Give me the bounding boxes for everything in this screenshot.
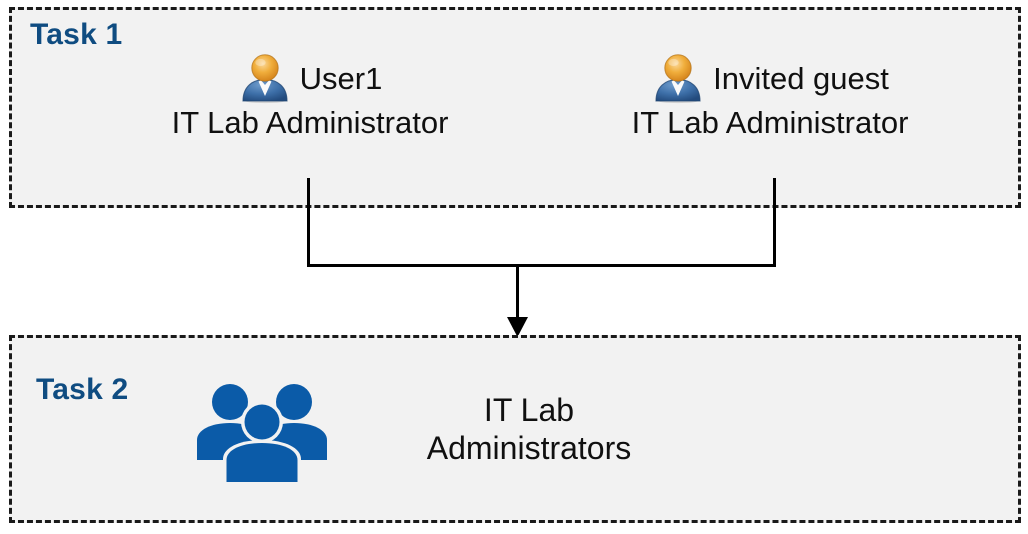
task-1-label: Task 1 — [30, 18, 123, 51]
group-name-line2: Administrators — [426, 430, 632, 466]
actor-user1: User1 IT Lab Administrator — [120, 52, 500, 141]
user-person-icon — [242, 54, 288, 104]
group-content: IT Lab Administrators — [195, 378, 715, 482]
actor-invited-guest-role: IT Lab Administrator — [631, 105, 909, 140]
task-2-container — [9, 335, 1021, 523]
group-name-label: IT Lab Administrators — [329, 392, 715, 468]
actor-user1-name: User1 — [299, 60, 383, 96]
group-name-line1: IT Lab — [483, 392, 575, 429]
actor-invited-guest: Invited guest IT Lab Administrator — [580, 52, 960, 141]
task-1-container — [9, 7, 1021, 208]
actor-user1-row: User1 — [120, 52, 500, 104]
task-2-label: Task 2 — [36, 373, 129, 406]
user-person-icon — [655, 54, 701, 104]
actor-invited-guest-name: Invited guest — [713, 60, 889, 96]
actor-user1-role: IT Lab Administrator — [171, 105, 449, 140]
user-group-icon — [197, 384, 327, 482]
actor-invited-guest-row: Invited guest — [580, 52, 960, 104]
